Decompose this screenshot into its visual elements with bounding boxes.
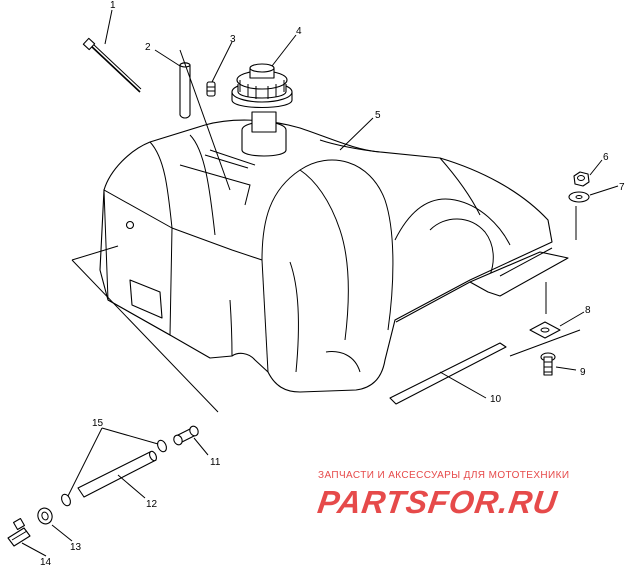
callout-4: 4 — [296, 26, 302, 37]
callout-10: 10 — [490, 394, 502, 405]
vent-hose-icon — [179, 62, 191, 119]
watermark-logo[interactable]: PARTSFOR.RU — [315, 484, 560, 520]
watermark-tagline: ЗАПЧАСТИ И АКСЕССУАРЫ ДЛЯ МОТОТЕХНИКИ — [318, 470, 570, 481]
washer-icon — [568, 191, 590, 203]
rubber-pad-icon — [529, 321, 561, 339]
callout-1: 1 — [110, 0, 116, 11]
cable-tie-icon — [82, 37, 142, 93]
callout-13: 13 — [70, 542, 82, 553]
fuel-tank-icon — [99, 119, 569, 393]
fitting-icon — [173, 425, 199, 446]
callout-5: 5 — [375, 110, 381, 121]
callout-2: 2 — [145, 42, 151, 53]
callout-3: 3 — [230, 34, 236, 45]
clamp-icon — [61, 439, 167, 507]
fuel-cap-icon — [231, 63, 293, 108]
callout-11: 11 — [210, 457, 221, 468]
callout-12: 12 — [146, 499, 158, 510]
callout-9: 9 — [580, 367, 586, 378]
vent-fitting-icon — [206, 81, 216, 97]
callout-8: 8 — [585, 305, 591, 316]
callout-7: 7 — [619, 182, 625, 193]
callout-labels: 1 2 3 4 5 6 7 8 9 10 11 12 13 14 15 — [40, 0, 625, 565]
bolt-icon — [540, 352, 556, 376]
callout-6: 6 — [603, 152, 609, 163]
nut-icon — [573, 171, 590, 187]
clamp-small-icon — [37, 507, 53, 525]
petcock-icon — [7, 517, 31, 547]
fuel-line-icon — [77, 450, 157, 498]
callout-14: 14 — [40, 557, 52, 565]
strap-icon — [389, 342, 507, 405]
filler-neck-icon — [241, 111, 287, 157]
callout-15: 15 — [92, 418, 104, 429]
leader-lines — [21, 9, 619, 557]
